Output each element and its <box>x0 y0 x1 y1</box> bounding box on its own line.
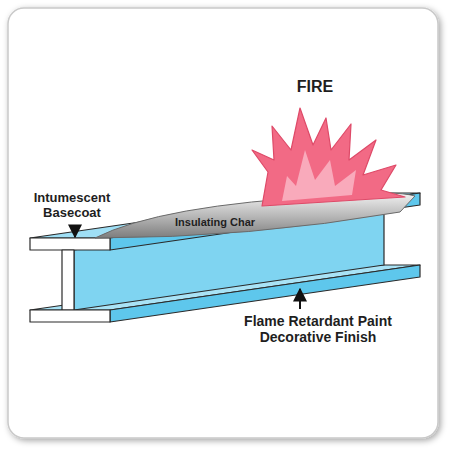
part-label: Intumescent Basecoat <box>22 191 122 221</box>
frame <box>8 8 438 438</box>
char-layer: Insulating Char <box>90 185 425 241</box>
flame <box>252 108 405 206</box>
bottom-flange-end <box>30 310 110 322</box>
flame-core <box>282 150 356 201</box>
web-end <box>62 250 74 310</box>
node-text: Insulating Char <box>175 216 255 228</box>
char-outline <box>95 193 415 238</box>
leader-arrow <box>299 289 301 309</box>
char-shape <box>90 185 425 241</box>
top-flange-end <box>30 238 110 250</box>
part-label: Flame Retardant Paint Decorative Finish <box>218 313 418 345</box>
leader-arrow <box>74 227 76 237</box>
fire-label: FIRE <box>275 78 355 96</box>
